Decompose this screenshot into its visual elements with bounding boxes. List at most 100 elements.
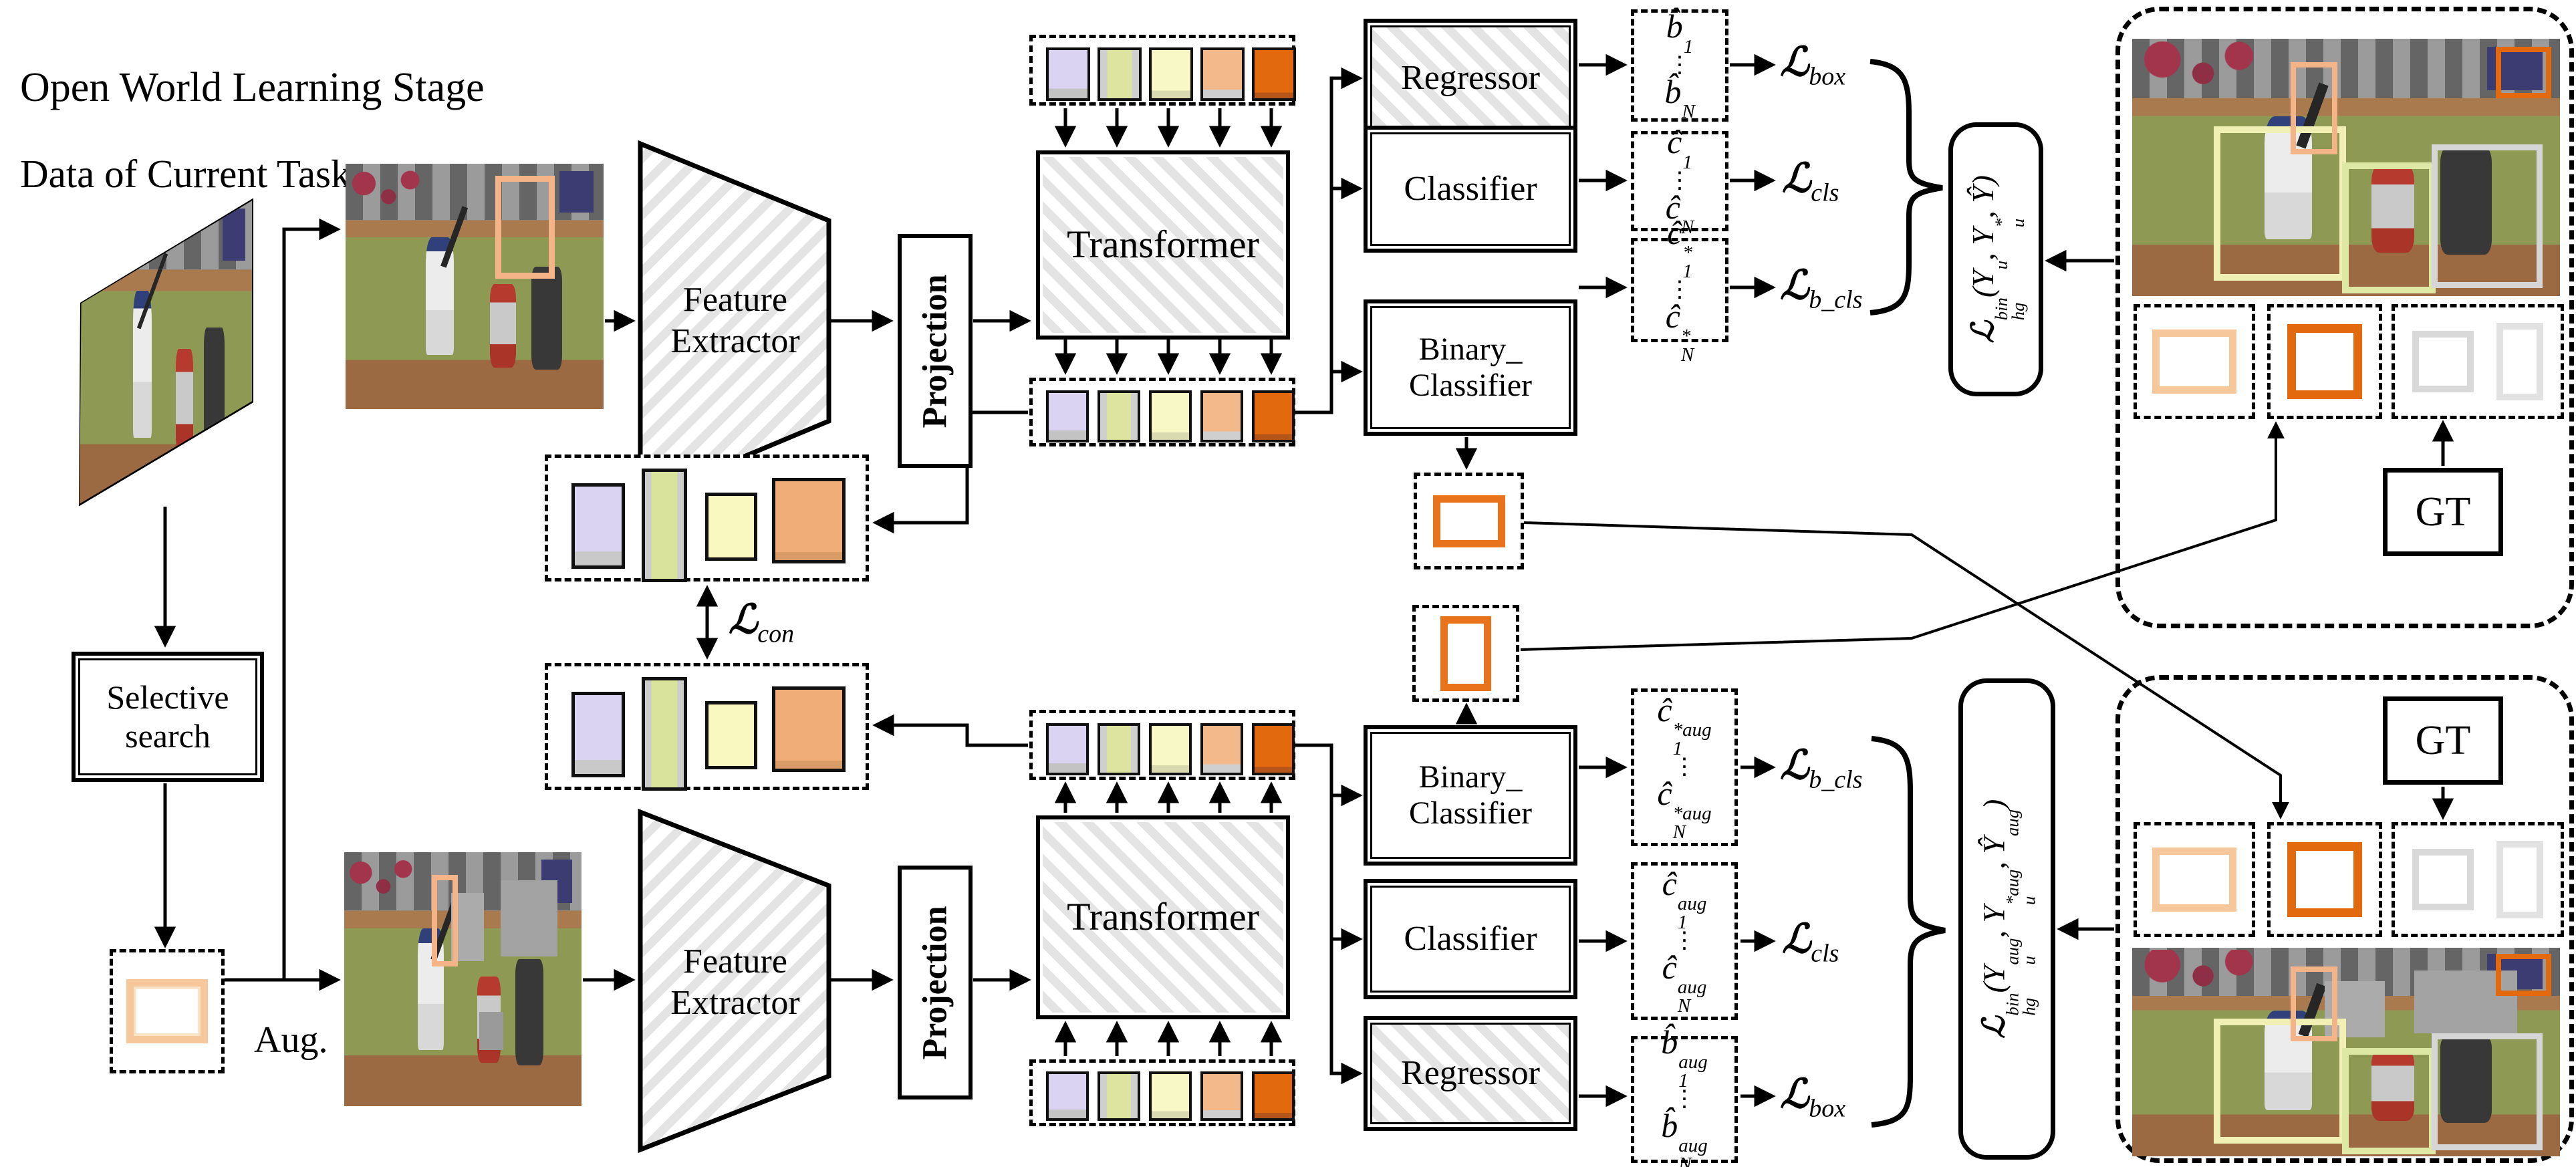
transformer-top: Transformer	[1036, 150, 1290, 340]
token-green	[642, 469, 687, 582]
scoreboard	[223, 208, 245, 261]
loss-cls-bottom: ℒcls	[1782, 916, 1839, 968]
token-yellow	[1149, 723, 1192, 775]
projection-top: Projection	[898, 234, 973, 468]
query-tokens-bottom	[1029, 1059, 1295, 1126]
brace-top	[1870, 59, 1943, 315]
token-peach	[1200, 390, 1243, 442]
augmented-image	[344, 852, 582, 1106]
proposal-result-orange-top	[2267, 304, 2382, 419]
proposal-result-gray-top	[2392, 304, 2564, 419]
loss-cls-top: ℒcls	[1782, 155, 1839, 207]
output-tokens-top	[1029, 378, 1295, 446]
feed-contrastive-b	[872, 714, 1028, 747]
det-bbox-bat	[2290, 966, 2338, 1042]
projection-bottom: Projection	[898, 866, 973, 1099]
classifier-top: Classifier	[1364, 126, 1577, 253]
token-peach	[772, 478, 846, 563]
unknown-rect-orange	[1440, 616, 1491, 691]
arrow-source-to-task-image	[282, 218, 341, 980]
regressor-top: Regressor	[1364, 19, 1577, 138]
det-bbox-catcher	[2341, 162, 2436, 294]
token-green	[642, 677, 687, 791]
unknown-rect-orange	[1432, 495, 1505, 547]
bus-top	[1295, 67, 1363, 414]
result-rect-peach	[2152, 330, 2236, 394]
selective-search-line2: search	[125, 717, 211, 755]
output-tokens-bottom	[1029, 710, 1295, 780]
current-task-image	[346, 164, 604, 409]
feature-extractor-top-label: Feature Extractor	[670, 280, 800, 360]
contrastive-tokens-a	[545, 455, 869, 582]
loss-bcls-bottom: ℒb_cls	[1780, 742, 1863, 794]
token-yellow	[1149, 47, 1193, 101]
result-image-bottom	[2132, 948, 2560, 1156]
token-lavender	[1046, 723, 1089, 775]
feature-extractor-bottom-label: Feature Extractor	[670, 942, 800, 1022]
query-tokens-top	[1029, 35, 1296, 106]
aug-patch	[479, 1012, 503, 1051]
result-panel-top	[2115, 7, 2574, 628]
transformer-bottom: Transformer	[1036, 815, 1290, 1019]
token-peach	[1200, 723, 1243, 775]
cross-line-bottom-to-top-panel	[1520, 421, 2285, 651]
regressor-bottom: Regressor	[1364, 1016, 1577, 1131]
token-orange	[1252, 390, 1295, 442]
cross-line-top-to-bottom-panel	[1523, 521, 2289, 819]
token-orange	[1252, 1071, 1295, 1121]
loss-box-bottom: ℒbox	[1780, 1071, 1846, 1123]
classifier-bottom: Classifier	[1364, 879, 1577, 999]
result-rect-peach	[2152, 848, 2236, 912]
binary-classifier-top: Binary_ Classifier	[1364, 299, 1577, 436]
token-lavender	[571, 692, 625, 777]
token-orange	[1252, 47, 1296, 101]
feature-extractor-top-shape	[638, 140, 831, 504]
token-lavender	[1046, 390, 1089, 442]
token-peach	[1200, 1071, 1243, 1121]
proposal-result-peach-bottom	[2134, 822, 2255, 937]
token-lavender	[1046, 47, 1090, 101]
binary-classifier-bottom: Binary_ Classifier	[1364, 725, 1577, 866]
gt-box-top: GT	[2383, 468, 2503, 556]
selective-search-box: Selective search	[72, 652, 264, 782]
token-green	[1098, 1071, 1140, 1121]
det-bbox-catcher	[2341, 1047, 2436, 1154]
token-yellow	[705, 493, 757, 561]
aug-label: Aug.	[254, 1019, 328, 1061]
contrastive-tokens-b	[545, 663, 869, 791]
unknown-box-top	[1414, 473, 1524, 569]
token-lavender	[571, 483, 625, 569]
data-label: Data of Current Task	[20, 152, 351, 196]
stage-title: Open World Learning Stage	[20, 65, 485, 110]
token-green	[1098, 390, 1140, 442]
result-rect-orange	[2287, 842, 2362, 917]
pred-binary-top: ĉ*1 ⋮ ĉ*N	[1631, 216, 1728, 364]
catcher	[176, 349, 194, 454]
token-yellow	[1149, 1071, 1192, 1121]
bus-bottom	[1295, 743, 1363, 1085]
proposal-box	[110, 949, 225, 1073]
det-bbox-scoreboard	[2496, 954, 2552, 996]
result-rect-orange	[2287, 324, 2362, 399]
result-rect-gray	[2496, 841, 2543, 918]
feature-extractor-bottom-shape	[638, 808, 831, 1154]
result-panel-bottom	[2115, 675, 2574, 1163]
loss-box-top: ℒbox	[1780, 39, 1846, 91]
gt-box-bottom: GT	[2383, 696, 2503, 785]
selective-search-line1: Selective	[106, 678, 229, 716]
token-orange	[1252, 723, 1295, 775]
token-peach	[772, 686, 846, 772]
loss-con-label: ℒcon	[729, 596, 795, 648]
proposal-result-peach-top	[2134, 304, 2255, 419]
result-rect-gray	[2412, 849, 2474, 910]
result-rect-gray	[2496, 323, 2543, 400]
unknown-box-bottom	[1412, 605, 1519, 702]
token-green	[1098, 47, 1142, 101]
proposal-bbox-peach	[495, 176, 555, 279]
